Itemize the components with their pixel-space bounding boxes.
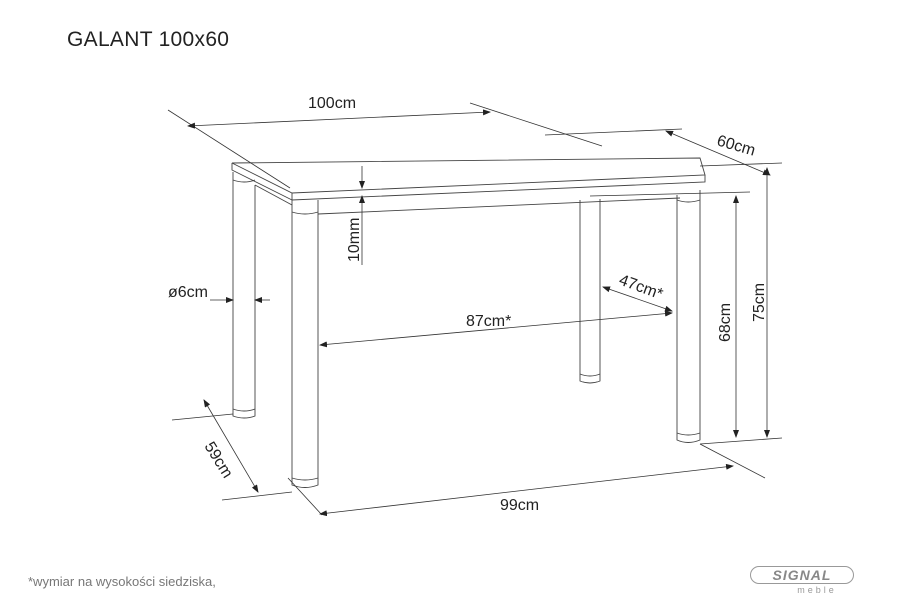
extension-lines <box>167 102 783 516</box>
label-base-length: 99cm <box>500 497 539 514</box>
footnote: *wymiar na wysokości siedziska, <box>28 574 216 589</box>
label-inner-width: 47cm* <box>617 272 665 303</box>
label-inner-length: 87cm* <box>466 313 511 330</box>
dim-arrow-inner-length <box>319 310 673 348</box>
label-length: 100cm <box>308 95 356 112</box>
dim-arrow-width <box>665 130 771 176</box>
product-title: GALANT 100x60 <box>67 28 230 51</box>
label-width: 60cm <box>715 133 757 160</box>
dim-arrow-base-width <box>203 399 259 493</box>
label-clearance-height: 68cm <box>717 303 734 342</box>
dim-arrow-base-length <box>319 463 734 517</box>
label-thickness: 10mm <box>346 218 363 262</box>
logo-brand: SIGNAL <box>750 566 854 584</box>
label-total-height: 75cm <box>751 283 768 322</box>
signal-logo: SIGNAL meble <box>750 566 854 595</box>
label-leg-diameter: ø6cm <box>168 284 208 301</box>
dim-arrow-inner-width <box>602 286 673 312</box>
logo-sub: meble <box>797 585 837 595</box>
dim-arrow-length <box>187 109 491 129</box>
